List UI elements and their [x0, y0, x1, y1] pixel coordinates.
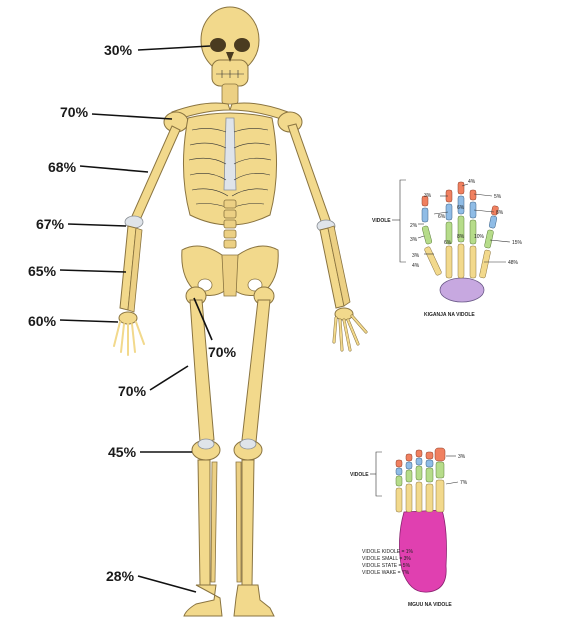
spine: [223, 199, 237, 249]
foot-bracket: [375, 451, 382, 497]
foot-legend-4: VIDOLE WAKE = 7%: [362, 570, 410, 576]
foot-toes: [395, 447, 446, 513]
skull: [200, 6, 260, 87]
hand-value-12: 15%: [512, 240, 523, 246]
hand-carpals: [439, 277, 485, 303]
hand-value-9: 6%: [444, 240, 452, 246]
right-leg: [233, 286, 275, 617]
hand-value-8: 3%: [410, 237, 418, 243]
hand-value-3: 5%: [494, 194, 502, 200]
right-hand: [332, 307, 368, 352]
foot-legend-3: VIDOLE STATE = 5%: [362, 563, 411, 569]
hand-leader-lines: [417, 183, 511, 263]
label-elbow: 67%: [36, 216, 65, 232]
left-leg: [183, 286, 223, 617]
hand-value-10: 8%: [457, 234, 465, 240]
hand-value-14: 4%: [412, 263, 420, 269]
foot-caption: MGUU NA VIDOLE: [408, 602, 452, 608]
foot-tarsals: [399, 509, 447, 593]
hand-fingers: [421, 181, 499, 279]
foot-value-1: 3%: [458, 454, 466, 460]
hand-bracket-label: VIDOLE: [372, 218, 391, 224]
label-skull: 30%: [104, 42, 133, 58]
leader-lines: [59, 45, 213, 593]
hand-value-2: 4%: [468, 179, 476, 185]
hand-caption: KIGANJA NA VIDOLE: [424, 312, 475, 318]
skeleton-figure: [113, 6, 368, 617]
hand-value-4: 6%: [438, 214, 446, 220]
label-knee: 45%: [108, 444, 137, 460]
foot-bracket-label: VIDOLE: [350, 472, 369, 478]
ribcage: [183, 112, 277, 226]
label-forearm: 65%: [28, 263, 57, 279]
hand-value-7: 2%: [410, 223, 418, 229]
foot-legend-1: VIDOLE KIDOLE = 1%: [362, 549, 414, 555]
label-thigh: 70%: [118, 383, 147, 399]
hand-value-15: 48%: [508, 260, 519, 266]
foot-inset: VIDOLE: [350, 447, 468, 608]
hand-value-6: 8%: [496, 210, 504, 216]
hand-bracket: [399, 179, 406, 263]
left-arm: [113, 125, 181, 356]
hand-value-11: 10%: [474, 234, 485, 240]
right-clavicle: [229, 102, 289, 121]
hand-value-13: 3%: [412, 253, 420, 259]
foot-legend-2: VIDOLE SMALL = 3%: [362, 556, 411, 562]
pelvis: [181, 245, 279, 297]
hand-value-5: 6%: [457, 205, 465, 211]
hand-inset: VIDOLE: [372, 179, 523, 318]
label-shoulder: 70%: [60, 104, 89, 120]
label-ankle: 28%: [106, 568, 135, 584]
cervical-spine: [221, 83, 239, 105]
right-arm: [287, 123, 368, 352]
label-upper-arm: 68%: [48, 159, 77, 175]
left-hand: [113, 311, 145, 356]
hand-value-1: 3%: [424, 193, 432, 199]
label-wrist: 60%: [28, 313, 57, 329]
foot-value-2: 7%: [460, 480, 468, 486]
label-hip: 70%: [208, 344, 237, 360]
